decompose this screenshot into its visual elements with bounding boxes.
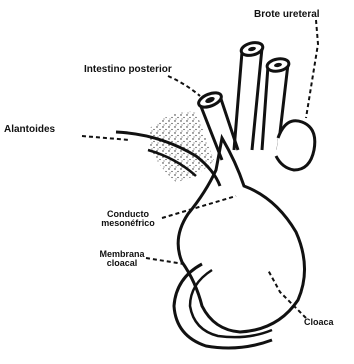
leader-intestino [168,76,200,96]
label-cloaca: Cloaca [304,318,334,327]
leader-alantoides [82,136,130,140]
label-membrana-cloacal: Membrana cloacal [96,250,148,269]
label-conducto-line2: mesonéfrico [98,219,158,228]
label-intestino-posterior: Intestino posterior [84,65,172,76]
label-conducto-mesonefrico: Conducto mesonéfrico [98,210,158,229]
label-membrana-line2: cloacal [96,259,148,268]
mesonephric-duct [234,48,262,150]
ureteric-bud-knob [276,121,315,170]
label-alantoides: Alantoides [4,125,55,136]
leader-membrana [146,258,184,264]
label-brote-ureteral: Brote ureteral [254,10,320,21]
leader-brote [306,20,318,118]
